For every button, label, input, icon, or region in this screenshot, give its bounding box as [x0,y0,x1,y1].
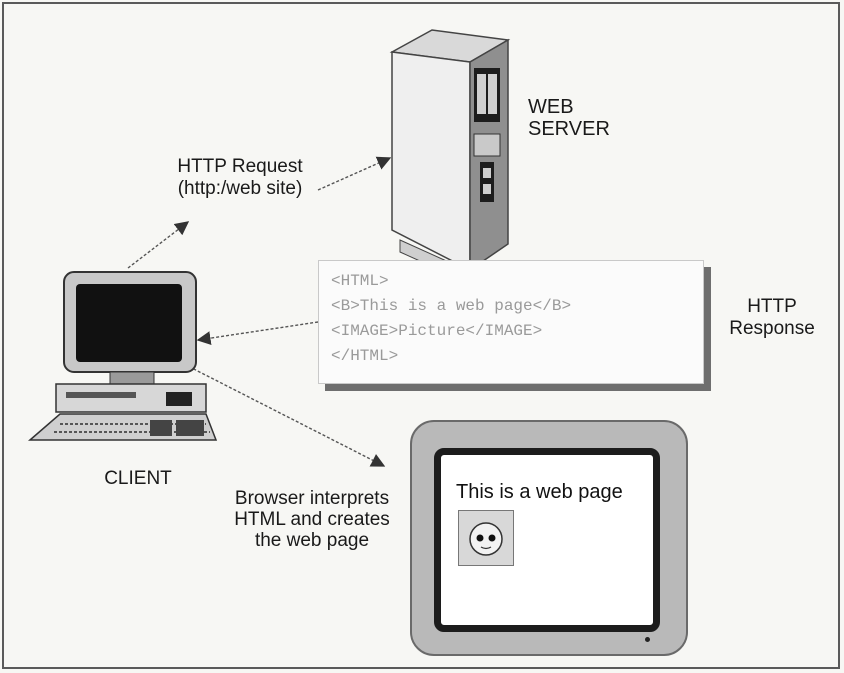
browser-label-line1: Browser interprets [234,488,390,509]
http-response-label-line2: Response [729,318,815,339]
request-arrow-left [127,221,190,269]
client-label: CLIENT [104,468,172,489]
http-response-label: HTTP Response [722,296,822,340]
client-computer-icon [27,271,218,441]
monitor-power-led [645,637,650,642]
request-arrow-right [317,156,392,191]
code-line: <IMAGE>Picture</IMAGE> [331,322,543,340]
browser-label: Browser interprets HTML and creates the … [214,488,410,551]
web-server-label-line2: SERVER [528,118,610,140]
web-server-icon [389,29,511,281]
response-arrow-left [196,321,319,346]
code-line: <HTML> [331,272,389,290]
browser-label-line3: the web page [254,530,370,551]
picture-icon [458,510,514,566]
browser-arrow [179,361,386,467]
code-line: </HTML> [331,347,399,365]
code-line: <B>This is a web page</B> [331,297,572,315]
web-server-label: WEB SERVER [528,96,610,140]
browser-screen-text: This is a web page [456,481,623,503]
web-server-label-line1: WEB [528,96,574,118]
http-request-label: HTTP Request (http:/web site) [150,156,330,200]
http-request-label-line1: HTTP Request [177,156,303,177]
html-response-box: <HTML> <B>This is a web page</B> <IMAGE>… [318,260,704,384]
browser-label-line2: HTML and creates [234,509,390,530]
http-response-label-line1: HTTP [747,296,797,317]
http-request-label-line2: (http:/web site) [177,178,303,199]
